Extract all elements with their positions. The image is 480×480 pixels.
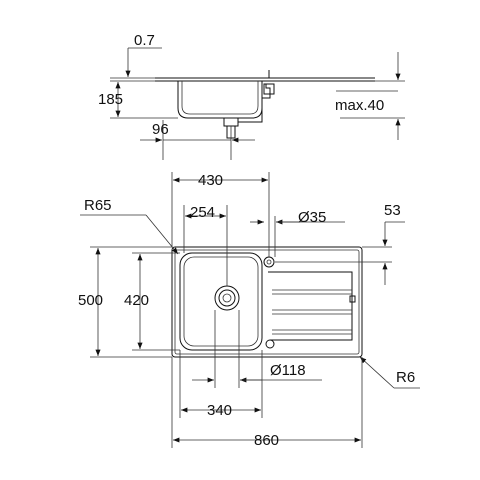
- bowl-outline: [179, 252, 263, 351]
- side-overflow-box: [263, 83, 275, 95]
- waste-inner-icon: [222, 293, 232, 303]
- dim-radius-label: R65: [84, 197, 112, 214]
- dim-sink-depth-label: 500: [78, 292, 103, 309]
- dim-bowl-depth-top-label: 420: [124, 292, 149, 309]
- top-view: 430 254 Ø35 53 R65 500 420: [78, 172, 420, 449]
- dim-radius-leader-arrow: [145, 214, 179, 255]
- side-bowl-inner: [181, 81, 259, 115]
- dim-outer-radius-label: R6: [396, 369, 415, 386]
- side-bowl-profile: [177, 81, 263, 119]
- dim-bowl-center-label: 254: [190, 204, 215, 221]
- dim-waste-dia-label: Ø118: [270, 362, 306, 379]
- dim-bowl-depth-label: 185: [98, 91, 123, 108]
- dim-overflow-label: max.40: [335, 97, 384, 114]
- sink-outline-outer: [171, 246, 363, 358]
- bowl-inner-outline: [183, 256, 259, 347]
- sink-outline-inner: [174, 249, 360, 355]
- waste-middle-icon: [218, 289, 236, 307]
- dim-outer-radius-arrow: [359, 356, 395, 389]
- drainer-outline: [268, 271, 353, 341]
- dim-waste-label: 96: [152, 121, 169, 138]
- dim-edge-tap-label: 53: [384, 202, 401, 219]
- dim-tap-offset-label: 430: [198, 172, 223, 189]
- drainer-end-mark: [349, 295, 356, 303]
- dim-thickness-label: 0.7: [134, 32, 155, 49]
- side-overflow-pipe: [238, 84, 271, 123]
- side-waste-body: [223, 117, 239, 127]
- dim-bowl-width-label: 340: [207, 402, 232, 419]
- dim-tap-hole-label: Ø35: [298, 209, 326, 226]
- tap-hole-icon: [263, 256, 275, 268]
- dim-sink-width-label: 860: [254, 432, 279, 449]
- tap-hole-inner-icon: [266, 259, 272, 265]
- side-view: 0.7 185 max.40 96: [98, 32, 405, 160]
- overflow-hole-icon: [265, 339, 275, 349]
